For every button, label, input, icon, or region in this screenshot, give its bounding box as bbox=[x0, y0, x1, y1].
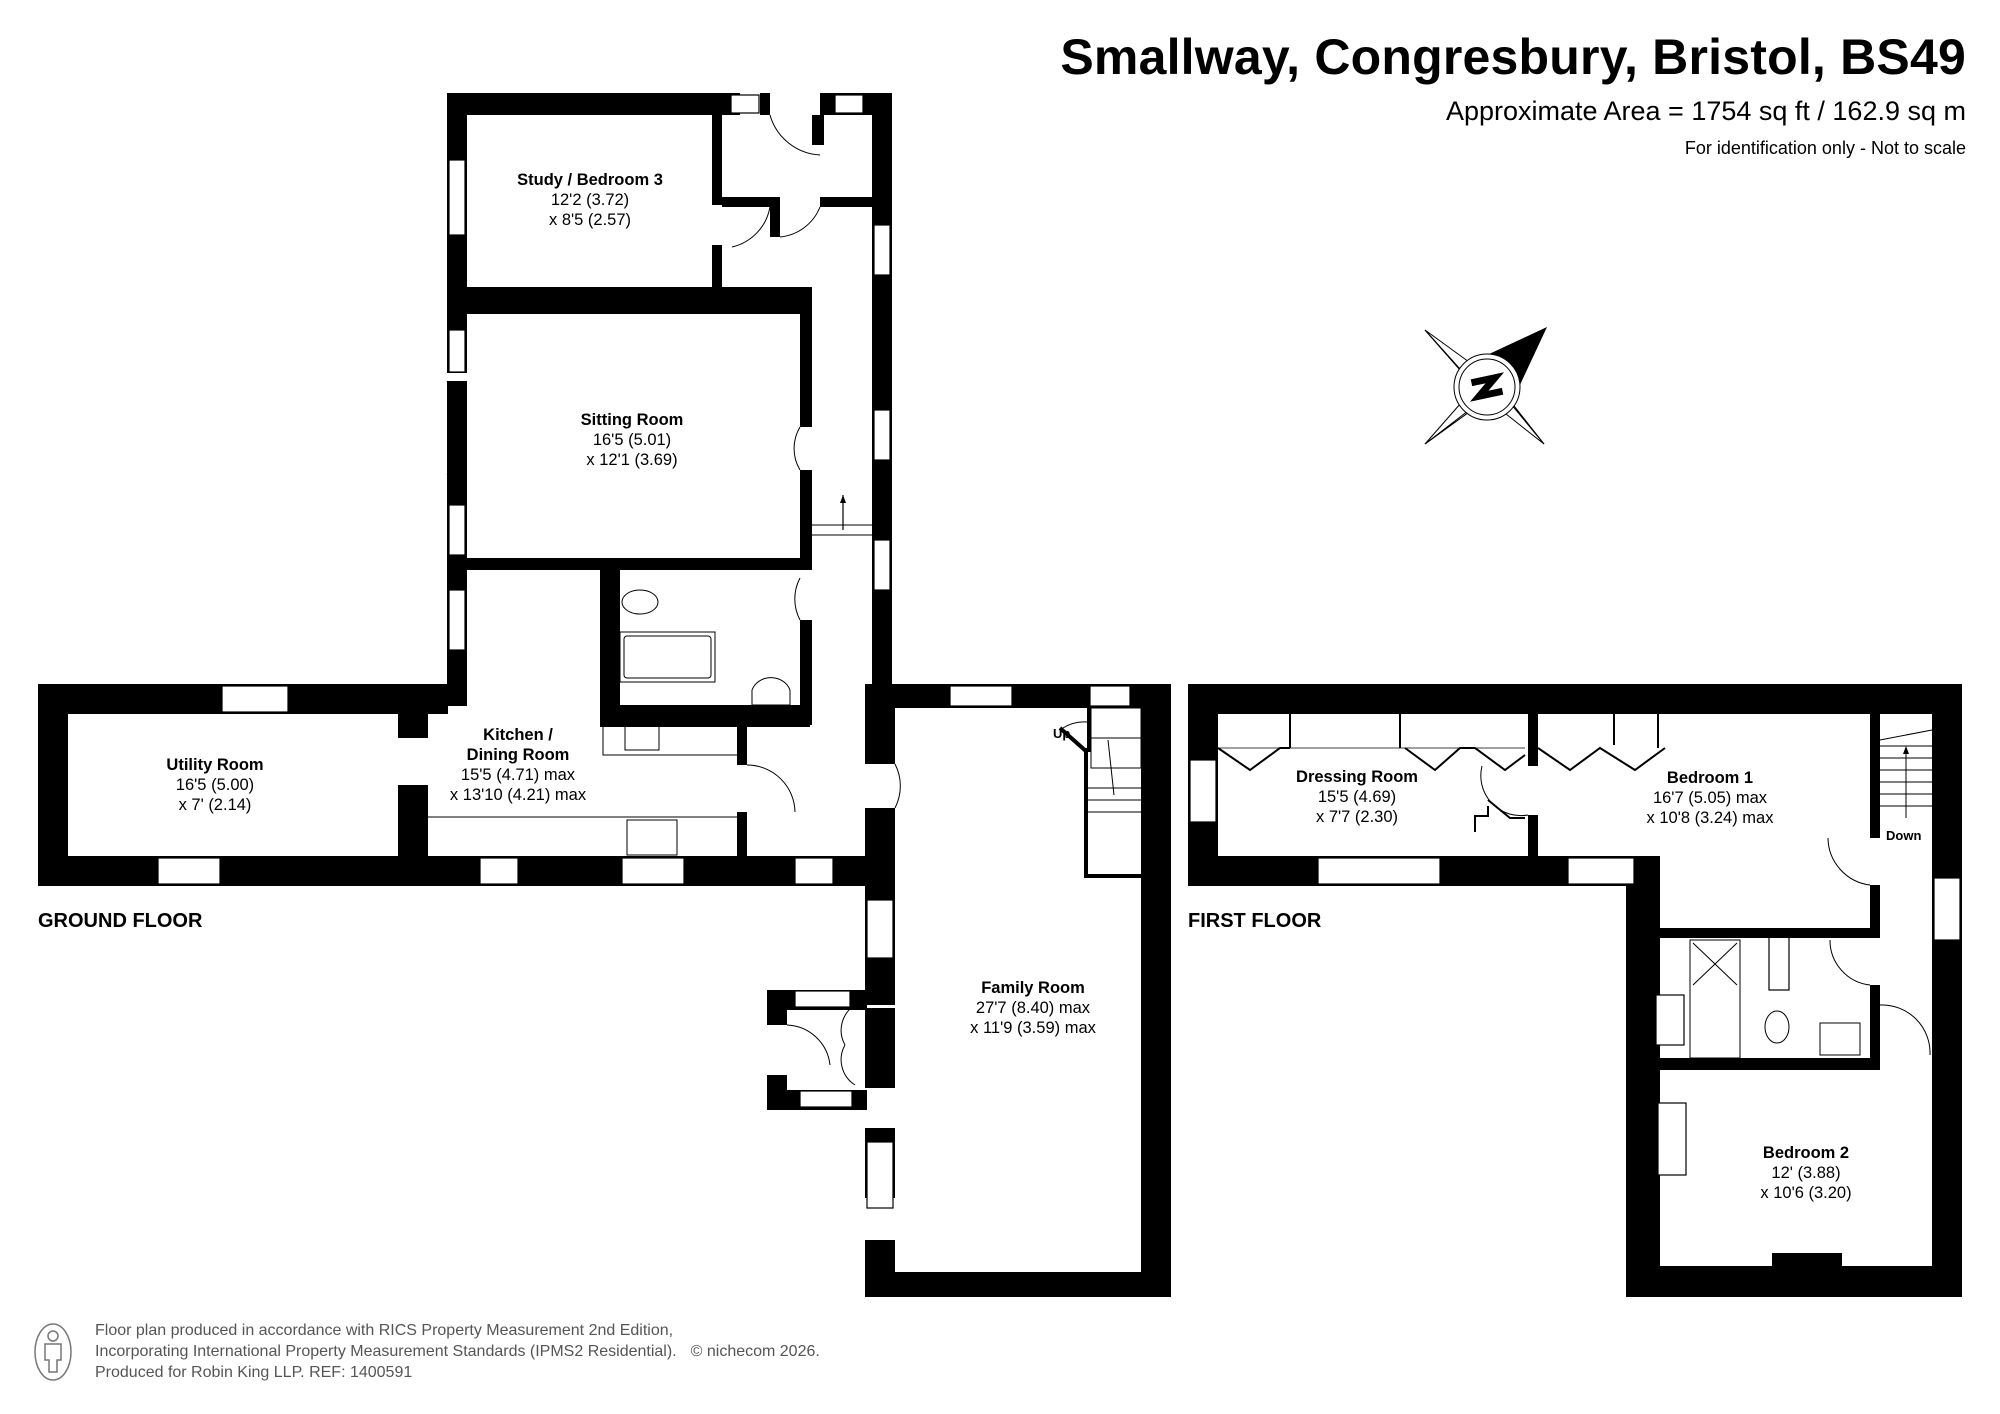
scale-note: For identification only - Not to scale bbox=[1684, 138, 1966, 158]
room-dressing-room: Dressing Room 15'5 (4.69) x 7'7 (2.30) bbox=[1296, 768, 1418, 826]
property-title: Smallway, Congresbury, Bristol, BS49 bbox=[1060, 29, 1966, 85]
ground-floor-fixtures bbox=[428, 114, 1142, 1086]
first-floor-fixtures bbox=[1217, 714, 1666, 832]
approximate-area: Approximate Area = 1754 sq ft / 162.9 sq… bbox=[1445, 96, 1966, 126]
room-family-room: Family Room 27'7 (8.40) max x 11'9 (3.59… bbox=[970, 979, 1096, 1037]
room-sitting-room: Sitting Room 16'5 (5.01) x 12'1 (3.69) bbox=[580, 411, 684, 469]
footer-credits: Floor plan produced in accordance with R… bbox=[95, 1322, 820, 1381]
north-compass-icon bbox=[1424, 327, 1547, 445]
room-kitchen-dining: Kitchen / Dining Room 15'5 (4.71) max x … bbox=[449, 726, 587, 804]
ground-floor-windows bbox=[157, 94, 1790, 1209]
room-utility: Utility Room 16'5 (5.00) x 7' (2.14) bbox=[166, 756, 264, 814]
ground-floor-label: GROUND FLOOR bbox=[38, 910, 203, 932]
stairs-up-label: Up bbox=[1053, 726, 1071, 741]
stairs-down-label: Down bbox=[1886, 828, 1922, 843]
room-bedroom-1: Bedroom 1 16'7 (5.05) max x 10'8 (3.24) … bbox=[1646, 769, 1774, 827]
room-study-bedroom-3: Study / Bedroom 3 12'2 (3.72) x 8'5 (2.5… bbox=[517, 171, 663, 229]
first-floor-details bbox=[1218, 729, 1933, 1059]
first-floor-windows bbox=[1189, 759, 1961, 1176]
person-scale-icon bbox=[34, 1323, 72, 1381]
room-bedroom-2: Bedroom 2 12' (3.88) x 10'6 (3.20) bbox=[1760, 1144, 1852, 1202]
copyright: © nichecom 2026. bbox=[690, 1343, 820, 1360]
first-floor-label: FIRST FLOOR bbox=[1188, 910, 1322, 932]
stair-door-line bbox=[1058, 726, 1089, 754]
